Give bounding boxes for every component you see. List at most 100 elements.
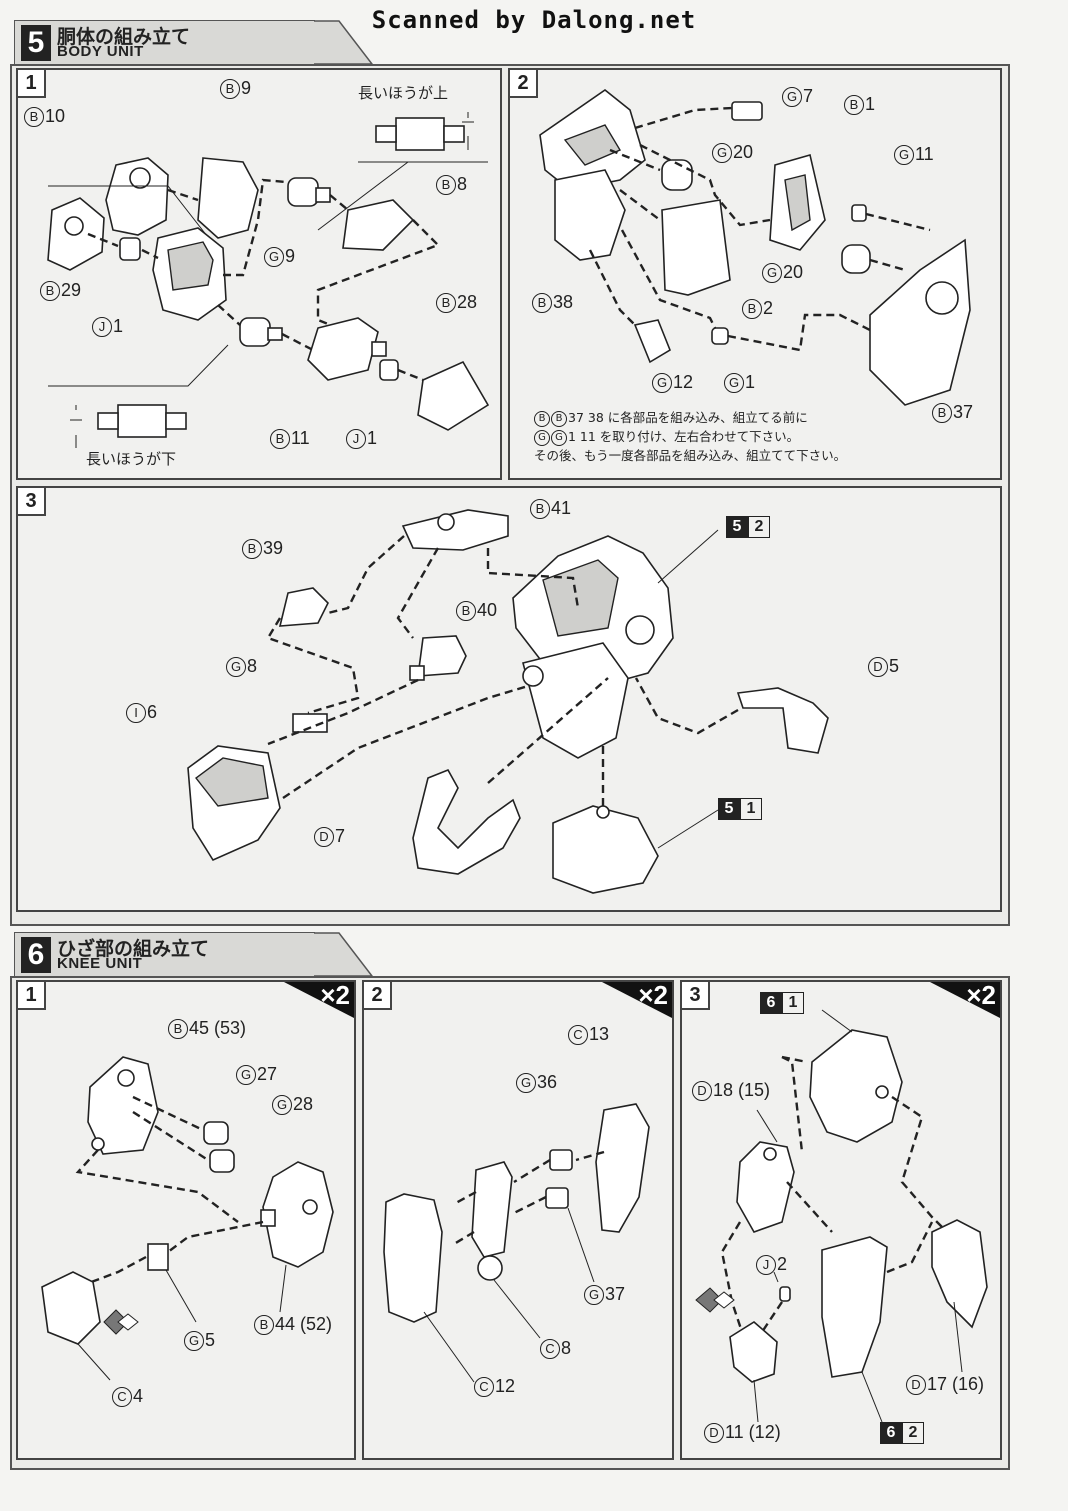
part-number: 6 <box>147 702 158 722</box>
step-5-2-illustration <box>539 89 971 406</box>
part-number: 12 <box>495 1376 516 1396</box>
callout-bottom-text: 長いほうが下 <box>86 450 177 468</box>
note-text: 37 38 に各部品を組み込み、組立てる前に <box>568 410 808 425</box>
circle-letter: B <box>534 411 550 427</box>
section-title-jp: 胴体の組み立て <box>57 26 191 48</box>
step-number: 3 <box>18 488 46 516</box>
section-5-header: 5 胴体の組み立て BODY UNIT <box>14 20 315 66</box>
watermark: Scanned by Dalong.net <box>371 6 697 34</box>
part-number: 11 <box>915 144 934 164</box>
circle-letter: J <box>92 317 112 337</box>
part-number: 37 <box>605 1284 626 1304</box>
step-number: 2 <box>364 982 392 1010</box>
circle-letter: B <box>168 1019 188 1039</box>
part-number: 7 <box>335 826 346 846</box>
part-number: 5 <box>889 656 900 676</box>
quantity-badge: ×2 <box>930 980 1000 1018</box>
circle-letter: G <box>724 373 744 393</box>
circle-letter: D <box>906 1375 926 1395</box>
circle-letter: J <box>346 429 366 449</box>
ref-section: 6 <box>880 1422 902 1444</box>
callout-top-text: 長いほうが上 <box>358 84 449 102</box>
step-number: 2 <box>510 70 538 98</box>
part-number: 39 <box>263 538 284 558</box>
part-number: 5 <box>205 1330 216 1350</box>
step-6-3-illustration <box>695 1009 988 1423</box>
part-number: 28 <box>293 1094 314 1114</box>
circle-letter: B <box>436 293 456 313</box>
step-number: 1 <box>18 982 46 1010</box>
part-number: 17 (16) <box>927 1374 985 1394</box>
circle-letter: B <box>932 403 952 423</box>
section-6-header: 6 ひざ部の組み立て KNEE UNIT <box>14 932 315 978</box>
circle-letter: G <box>894 145 914 165</box>
circle-letter: D <box>314 827 334 847</box>
circle-letter: G <box>184 1331 204 1351</box>
part-number: 20 <box>783 262 804 282</box>
circle-letter: G <box>762 263 782 283</box>
circle-letter: D <box>704 1423 724 1443</box>
part-number: 2 <box>777 1254 788 1274</box>
circle-letter: B <box>220 79 240 99</box>
part-number: 8 <box>561 1338 572 1358</box>
part-number: 11 (12) <box>725 1422 781 1442</box>
circle-letter: J <box>756 1255 776 1275</box>
circle-letter: C <box>112 1387 132 1407</box>
circle-letter: G <box>584 1285 604 1305</box>
quantity-badge: ×2 <box>602 980 672 1018</box>
section-title-jp: ひざ部の組み立て <box>57 938 210 960</box>
section-number: 6 <box>21 937 51 973</box>
circle-letter: B <box>270 429 290 449</box>
part-number: 9 <box>241 78 252 98</box>
circle-letter: D <box>868 657 888 677</box>
circle-letter: B <box>254 1315 274 1335</box>
part-number: 41 <box>551 498 572 518</box>
circle-letter: G <box>272 1095 292 1115</box>
circle-letter: G <box>516 1073 536 1093</box>
section-6-tab-slope <box>314 932 374 977</box>
circle-letter: G <box>652 373 672 393</box>
ref-section: 5 <box>726 516 748 538</box>
part-number: 40 <box>477 600 498 620</box>
part-number: 18 (15) <box>713 1080 771 1100</box>
ref-step: 1 <box>782 992 804 1014</box>
part-number: 1 <box>865 94 876 114</box>
part-number: 12 <box>673 372 694 392</box>
step-5-3-illustration <box>187 509 829 894</box>
part-number: 7 <box>803 86 814 106</box>
circle-letter: G <box>236 1065 256 1085</box>
section-title-en: BODY UNIT <box>57 43 144 60</box>
circle-letter: B <box>24 107 44 127</box>
part-number: 1 <box>113 316 124 336</box>
part-number: 45 (53) <box>189 1018 247 1038</box>
part-number: 44 (52) <box>275 1314 333 1334</box>
ref-step: 2 <box>748 516 770 538</box>
